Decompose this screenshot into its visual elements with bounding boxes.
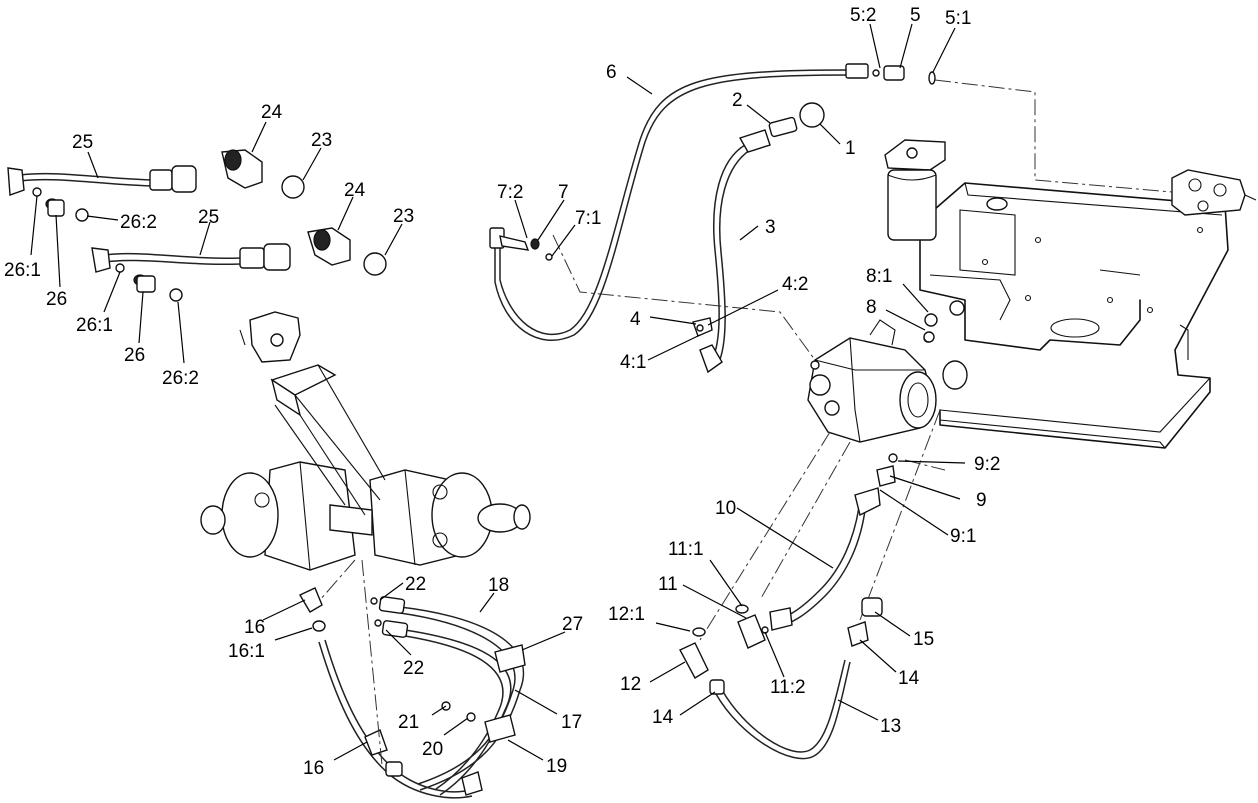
callout-19: 19 bbox=[546, 756, 567, 777]
callout-22-a: 22 bbox=[405, 574, 426, 595]
callout-5-1: 5:1 bbox=[945, 8, 971, 29]
hose-13 bbox=[709, 597, 883, 760]
hose-16 bbox=[299, 587, 473, 799]
fitting-5 bbox=[872, 65, 936, 85]
callout-9-1: 9:1 bbox=[950, 526, 976, 547]
callout-10: 10 bbox=[715, 498, 736, 519]
callout-27: 27 bbox=[562, 614, 583, 635]
leader-lines bbox=[30, 23, 966, 761]
callout-25-b: 25 bbox=[198, 207, 219, 228]
callout-20: 20 bbox=[422, 739, 443, 760]
callout-9: 9 bbox=[976, 490, 987, 511]
frame-plate bbox=[904, 182, 1229, 449]
hose-25-upper bbox=[7, 149, 305, 222]
callout-26-1-a: 26:1 bbox=[4, 260, 41, 281]
callout-1: 1 bbox=[845, 138, 856, 159]
fitting-4 bbox=[692, 317, 713, 337]
callout-7-1: 7:1 bbox=[575, 208, 601, 229]
callout-22-b: 22 bbox=[403, 658, 424, 679]
hydraulic-filter bbox=[884, 139, 946, 241]
callout-11: 11 bbox=[658, 574, 678, 595]
callout-11-1: 11:1 bbox=[668, 539, 704, 560]
callout-5: 5 bbox=[910, 5, 921, 26]
callout-8-1: 8:1 bbox=[866, 266, 892, 287]
callout-16-b: 16 bbox=[303, 758, 324, 779]
callout-25-a: 25 bbox=[72, 132, 93, 153]
callout-7: 7 bbox=[558, 182, 569, 203]
control-valve bbox=[1171, 169, 1257, 216]
callout-3: 3 bbox=[765, 217, 776, 238]
callout-15: 15 bbox=[913, 629, 934, 650]
callout-23-a: 23 bbox=[311, 130, 332, 151]
hose-3 bbox=[699, 129, 771, 374]
hose-25-lower bbox=[91, 227, 387, 302]
callout-12: 12 bbox=[620, 674, 641, 695]
callout-7-2: 7:2 bbox=[497, 182, 523, 203]
construction-lines-left bbox=[319, 559, 383, 766]
callout-4-2: 4:2 bbox=[782, 274, 808, 295]
callout-4: 4 bbox=[630, 309, 641, 330]
callout-26-a: 26 bbox=[46, 289, 67, 310]
callout-labels: 5:2 5 5:1 6 2 1 7:2 7 7:1 3 4:2 4 4:1 8:… bbox=[4, 5, 1000, 779]
wheel-motor-assembly bbox=[200, 461, 531, 571]
callout-8: 8 bbox=[866, 297, 877, 318]
callout-26-2-a: 26:2 bbox=[120, 212, 157, 233]
hose-6 bbox=[489, 63, 869, 341]
callout-16-a: 16 bbox=[244, 617, 265, 638]
callout-13: 13 bbox=[880, 716, 901, 737]
hydraulic-pump bbox=[807, 300, 968, 443]
fitting-1-2 bbox=[768, 102, 825, 138]
callout-2: 2 bbox=[732, 90, 743, 111]
fitting-9 bbox=[876, 453, 898, 487]
callout-14-b: 14 bbox=[652, 707, 674, 728]
callout-23-b: 23 bbox=[393, 206, 414, 227]
fitting-8 bbox=[923, 313, 938, 343]
fitting-11 bbox=[735, 604, 769, 649]
callout-16-1: 16:1 bbox=[228, 641, 265, 662]
callout-5-2: 5:2 bbox=[850, 5, 876, 26]
callout-14-a: 14 bbox=[898, 668, 920, 689]
callout-6: 6 bbox=[606, 62, 617, 83]
callout-21: 21 bbox=[398, 712, 419, 733]
callout-24-b: 24 bbox=[344, 180, 366, 201]
callout-17: 17 bbox=[561, 712, 582, 733]
callout-18: 18 bbox=[488, 575, 509, 596]
hose-10 bbox=[769, 487, 881, 631]
support-column bbox=[239, 311, 386, 516]
fitting-7 bbox=[499, 235, 553, 261]
callout-4-1: 4:1 bbox=[620, 352, 646, 373]
clamp-19-27 bbox=[441, 644, 526, 796]
callout-24-a: 24 bbox=[261, 102, 283, 123]
fitting-12 bbox=[679, 627, 709, 679]
callout-26-b: 26 bbox=[124, 345, 145, 366]
callout-11-2: 11:2 bbox=[770, 677, 806, 698]
callout-12-1: 12:1 bbox=[608, 604, 645, 625]
callout-26-2-b: 26:2 bbox=[162, 368, 199, 389]
callout-26-1-b: 26:1 bbox=[76, 315, 113, 336]
callout-9-2: 9:2 bbox=[974, 454, 1000, 475]
